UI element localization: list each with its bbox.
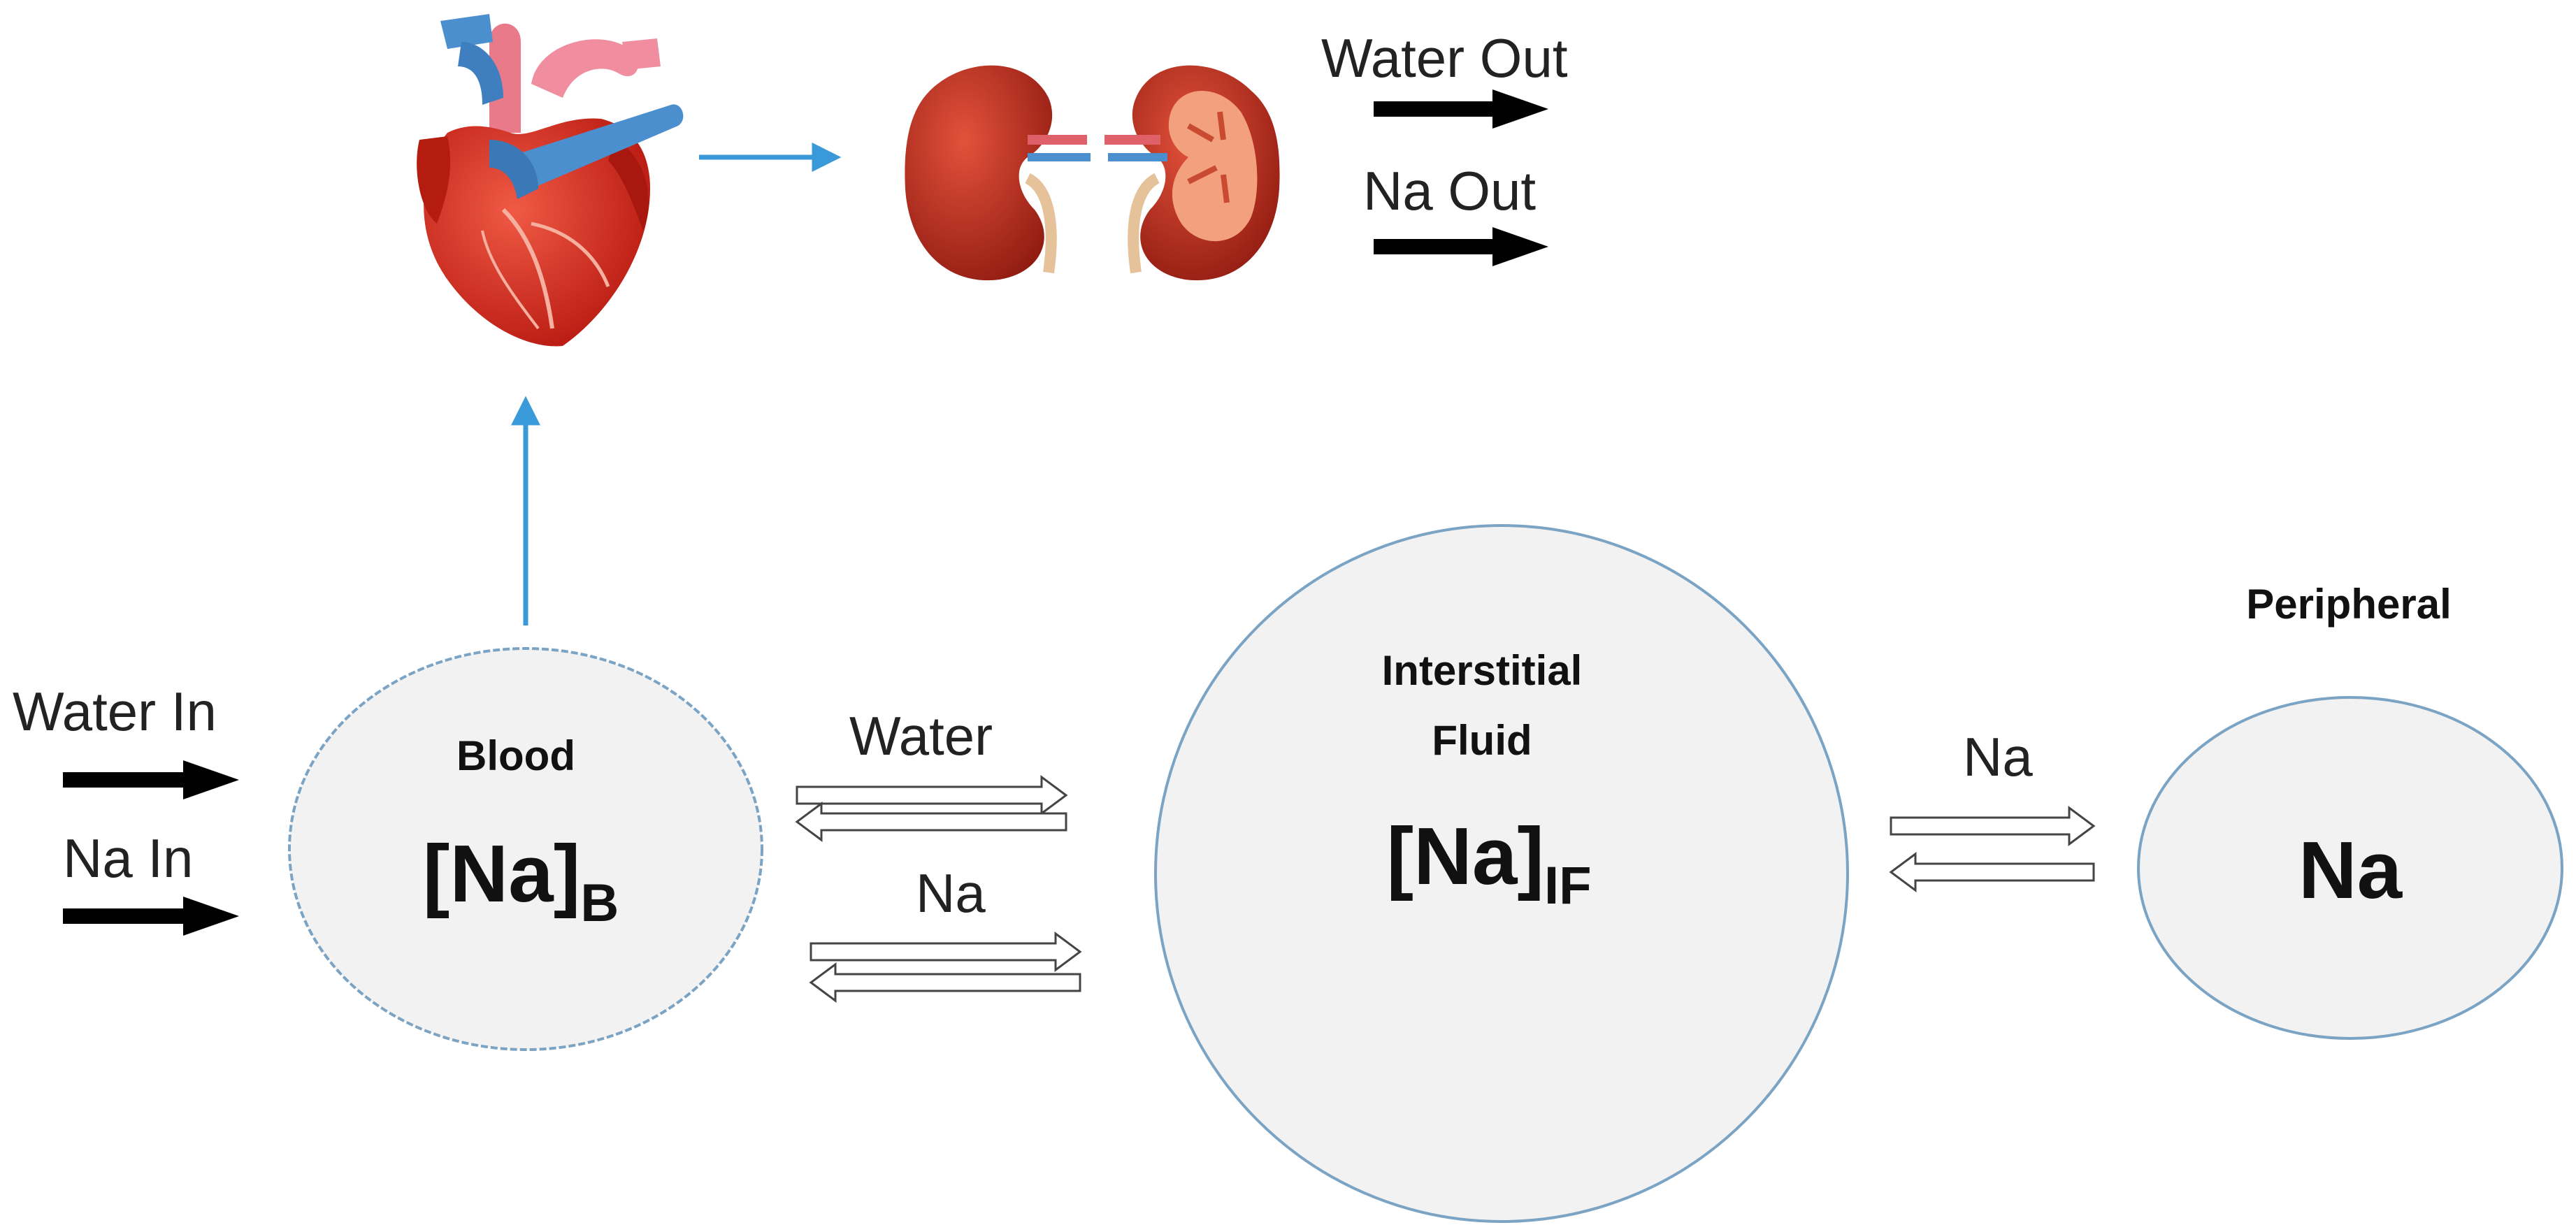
blood-title: Blood	[456, 732, 575, 779]
interstitial-title-line1: Interstitial	[1382, 647, 1583, 694]
interstitial-formula-subscript: IF	[1544, 856, 1592, 915]
na-in-label: Na In	[63, 827, 193, 889]
peripheral-compartment	[2137, 696, 2563, 1040]
na-out-arrow	[1374, 227, 1548, 266]
water-out-label: Water Out	[1321, 27, 1568, 89]
blood-compartment	[288, 647, 763, 1051]
na-exchange-peripheral-arrows	[1889, 806, 2096, 892]
water-exchange-label: Water	[849, 705, 993, 767]
water-out-arrow	[1374, 89, 1548, 129]
na-exchange-blood-label: Na	[916, 862, 986, 924]
water-in-label: Water In	[13, 681, 217, 742]
peripheral-formula: Na	[2298, 825, 2403, 915]
water-exchange-arrows	[795, 775, 1068, 842]
kidneys-icon	[905, 65, 1280, 281]
interstitial-na-concentration: [Na]IF	[1386, 811, 1591, 915]
na-in-arrow	[63, 897, 239, 936]
na-exchange-peripheral-label: Na	[1963, 726, 2033, 788]
heart-icon	[417, 14, 684, 347]
interstitial-fluid-compartment	[1154, 524, 1849, 1223]
water-in-arrow	[63, 760, 239, 799]
na-exchange-blood-arrows	[809, 932, 1082, 1003]
blood-formula-main: [Na]	[423, 828, 581, 919]
peripheral-title: Peripheral	[2246, 581, 2451, 628]
blood-na-concentration: [Na]B	[423, 828, 619, 933]
interstitial-formula-main: [Na]	[1386, 811, 1544, 901]
interstitial-title-line2: Fluid	[1432, 717, 1532, 764]
na-out-label: Na Out	[1363, 160, 1536, 222]
blood-formula-subscript: B	[580, 874, 619, 933]
